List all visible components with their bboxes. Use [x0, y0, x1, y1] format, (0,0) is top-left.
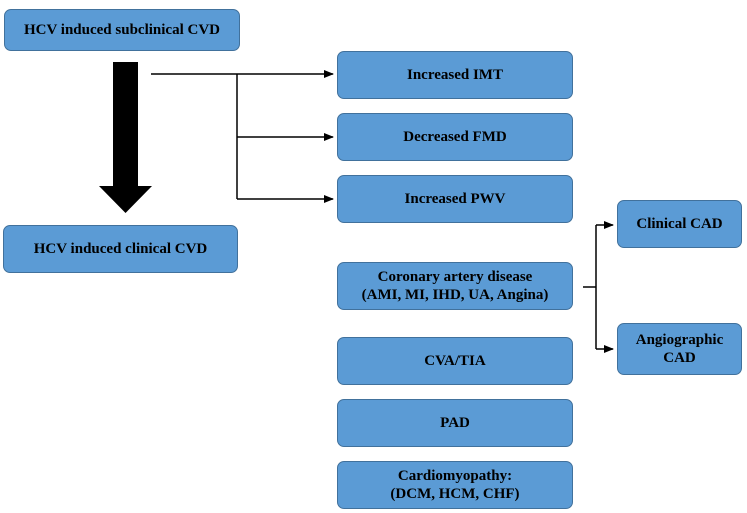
node-decreased-fmd: Decreased FMD: [337, 113, 573, 161]
block-arrow-down: [99, 62, 152, 213]
node-cardiomyopathy: Cardiomyopathy: (DCM, HCM, CHF): [337, 461, 573, 509]
node-increased-pwv: Increased PWV: [337, 175, 573, 223]
node-increased-imt: Increased IMT: [337, 51, 573, 99]
node-clinical-cvd: HCV induced clinical CVD: [3, 225, 238, 273]
node-subclinical-cvd: HCV induced subclinical CVD: [4, 9, 240, 51]
node-cva-tia: CVA/TIA: [337, 337, 573, 385]
node-angiographic-cad: Angiographic CAD: [617, 323, 742, 375]
node-clinical-cad: Clinical CAD: [617, 200, 742, 248]
node-coronary-artery-disease: Coronary artery disease (AMI, MI, IHD, U…: [337, 262, 573, 310]
node-pad: PAD: [337, 399, 573, 447]
